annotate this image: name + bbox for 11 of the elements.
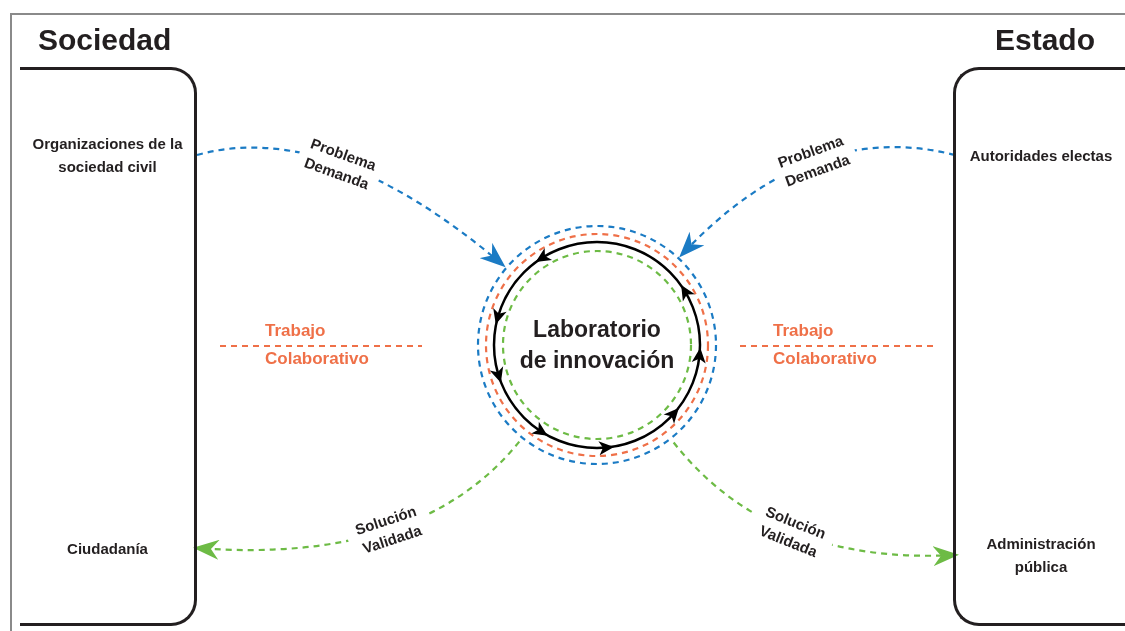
node-label: Organizaciones de la sociedad civil [31, 134, 184, 177]
panel-heading: Estado [994, 25, 1095, 55]
side-label: Colaborativo [773, 348, 877, 370]
node-label: Administración pública [985, 534, 1097, 577]
side-label: Trabajo [773, 320, 834, 342]
node-label: Autoridades electas [968, 145, 1114, 166]
side-label: Colaborativo [265, 348, 369, 370]
side-label: Trabajo [265, 320, 326, 342]
node-label: Ciudadanía [66, 538, 149, 559]
panel-heading: Sociedad [38, 25, 172, 55]
lab-title: Laboratorio de innovación [518, 315, 676, 375]
